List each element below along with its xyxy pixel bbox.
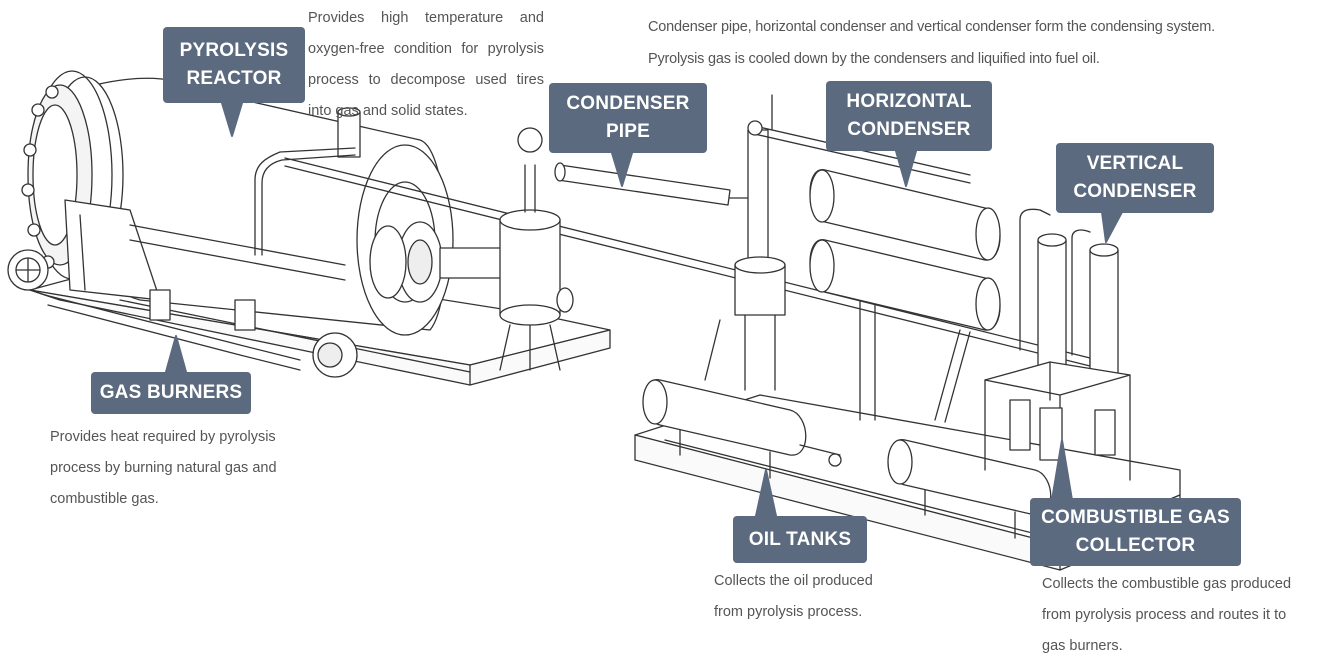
oil-tank-right <box>887 439 1052 539</box>
gas-burners-description: Provides heat required by pyrolysis proc… <box>50 429 277 507</box>
combustible-gas-collector-label: COMBUSTIBLE GAS COLLECTOR <box>1030 498 1241 566</box>
reactor-description: Provides high temperature and oxygen-fre… <box>308 10 544 119</box>
horizontal-condenser-label: HORIZONTAL CONDENSER <box>826 81 992 151</box>
oil-tank-left <box>642 379 842 479</box>
label-pointers <box>165 102 1123 517</box>
gas-burners-label: GAS BURNERS <box>91 372 251 414</box>
central-column <box>704 94 971 421</box>
separator-tank <box>499 127 574 371</box>
condenser-pipe-tube <box>554 162 761 206</box>
pyrolysis-reactor-drum <box>21 70 454 336</box>
oil-tanks-label: OIL TANKS <box>733 516 867 563</box>
horizontal-condenser-upper <box>809 169 1001 261</box>
condensing-system-description: Condenser pipe, horizontal condenser and… <box>648 19 1215 67</box>
condenser-pipe-label: CONDENSER PIPE <box>549 83 707 153</box>
horizontal-condenser-lower <box>809 239 1001 423</box>
oil-tanks-description: Collects the oil produced from pyrolysis… <box>714 573 873 620</box>
gas-collector-description: Collects the combustible gas produced fr… <box>1042 576 1292 654</box>
pyrolysis-reactor-label: PYROLYSIS REACTOR <box>163 27 305 103</box>
vertical-condenser-label: VERTICAL CONDENSER <box>1056 143 1214 213</box>
vertical-condensers <box>1019 208 1119 376</box>
burner-pipes <box>7 249 358 378</box>
